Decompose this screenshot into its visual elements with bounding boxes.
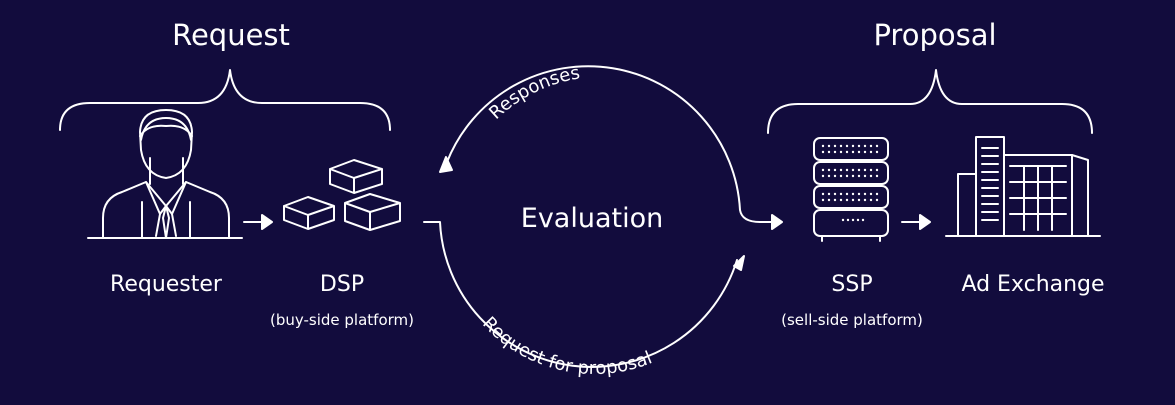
proposal-heading: Proposal	[873, 18, 997, 52]
server-dots	[821, 144, 879, 222]
evaluation-label: Evaluation	[520, 203, 664, 234]
dsp-sublabel: (buy-side platform)	[270, 311, 414, 329]
request-arc	[423, 221, 738, 368]
right-brace	[767, 69, 1093, 134]
ssp-sublabel: (sell-side platform)	[781, 311, 923, 329]
bottom-arc-label: Request for proposal	[478, 313, 655, 379]
response-arc-arrowhead	[439, 156, 453, 173]
ssp-label: SSP	[831, 272, 873, 297]
evaluation-to-ssp-arrow	[759, 214, 783, 230]
server-icon	[813, 137, 889, 242]
person-icon	[87, 109, 243, 239]
requester-to-dsp-arrow	[243, 214, 273, 230]
buildings-icon	[945, 136, 1101, 237]
request-heading: Request	[172, 18, 290, 52]
ad-exchange-label: Ad Exchange	[961, 272, 1105, 297]
response-arc	[446, 65, 761, 223]
ssp-to-adexchange-arrow	[901, 214, 931, 230]
dsp-label: DSP	[319, 272, 365, 297]
boxes-icon	[283, 159, 401, 231]
left-brace	[59, 69, 391, 131]
requester-label: Requester	[110, 272, 222, 297]
request-arc-arrowhead	[733, 255, 745, 271]
top-arc-label: Responses	[485, 62, 581, 123]
